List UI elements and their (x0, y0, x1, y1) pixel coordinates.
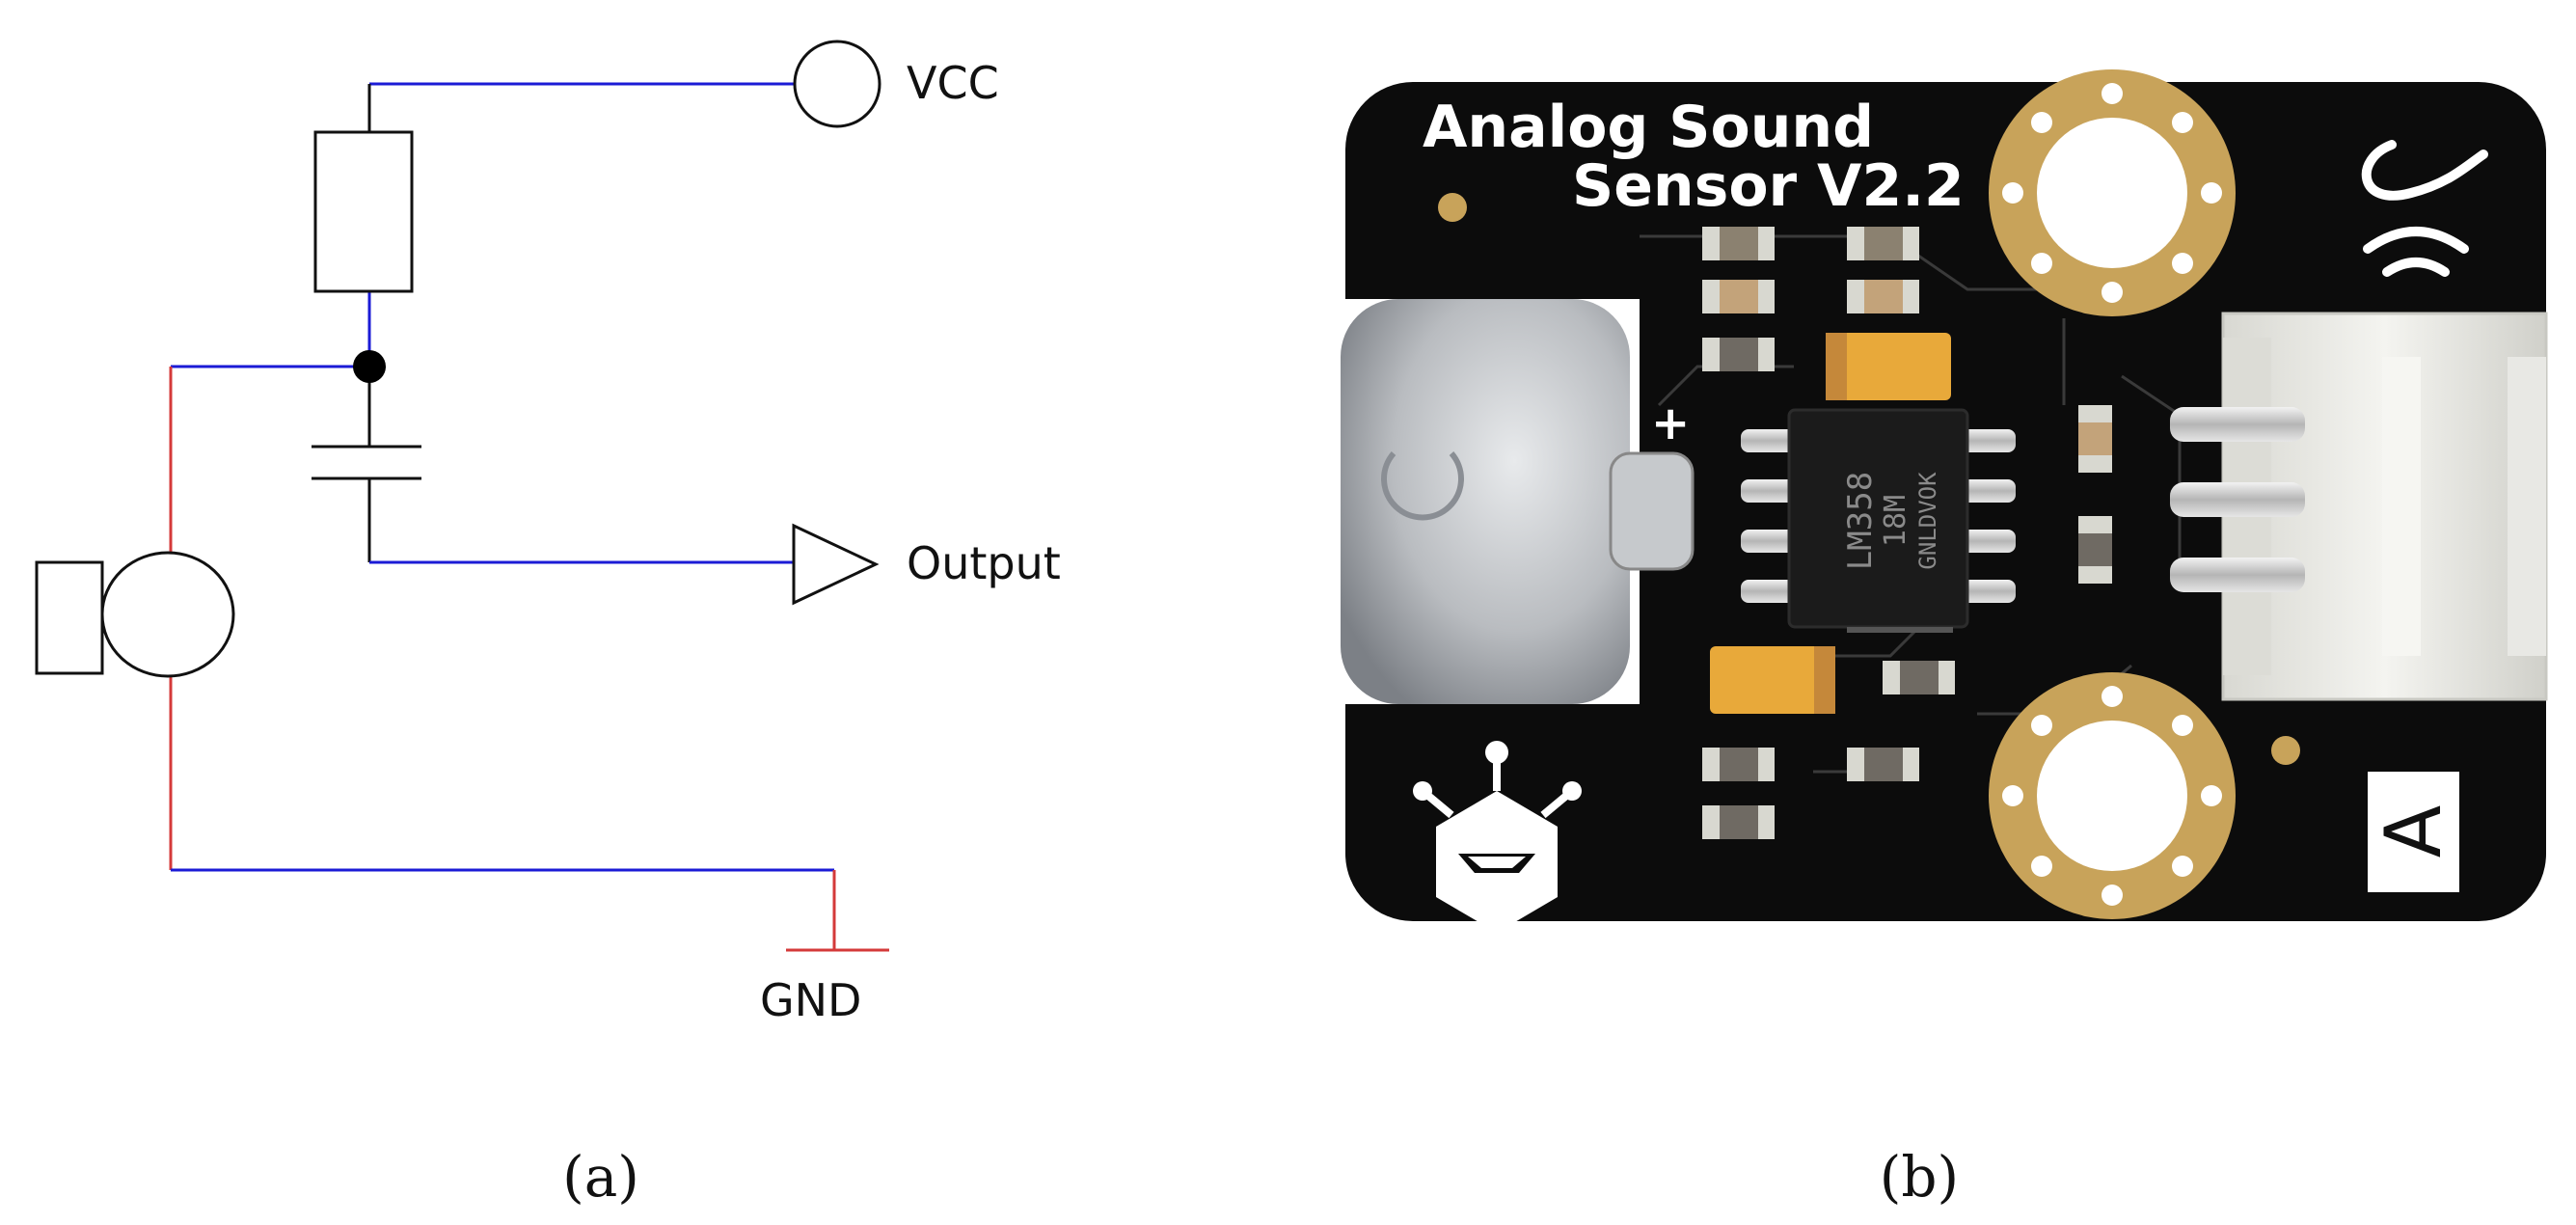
dfrobot-logo-icon (1413, 741, 1582, 933)
gnd-label: GND (760, 974, 861, 1026)
microphone-capsule (1341, 299, 1695, 704)
microphone-icon (35, 551, 235, 678)
output-terminal-icon (792, 523, 880, 606)
vcc-label: VCC (907, 57, 999, 109)
wires (169, 82, 836, 950)
capacitor-icon (312, 445, 421, 480)
ic-chip-lm358 (1741, 408, 2016, 633)
type-badge-letter: A (2369, 804, 2458, 858)
svg-text:18M: 18M (1879, 495, 1912, 547)
via-pad-left (1438, 193, 1467, 222)
output-label: Output (907, 537, 1061, 589)
mounting-hole-top (1989, 69, 2236, 316)
sensor-board-photo: Analog Sound Sensor V2.2 (1312, 69, 2548, 1210)
tantalum-capacitors (1710, 333, 1951, 714)
svg-text:LM358: LM358 (1841, 472, 1880, 570)
jst-connector (2170, 312, 2548, 701)
sound-wave-icon (2361, 140, 2488, 277)
smd-resistors (1702, 227, 2112, 839)
schematic-diagram: VCC Output GND (a) (35, 40, 1061, 1210)
resistor-icon (313, 130, 414, 293)
via-pad-right (2271, 736, 2300, 765)
caption-b: (b) (1880, 1144, 1959, 1210)
ic-chip-marking: LM358 18M GNLDVOK (1841, 472, 1941, 570)
vcc-terminal-icon (793, 40, 881, 128)
svg-text:GNLDVOK: GNLDVOK (1914, 472, 1941, 570)
board-title-line1: Analog Sound (1423, 94, 1874, 161)
mounting-hole-bottom (1989, 672, 2236, 919)
mic-polarity-label: + (1651, 396, 1690, 450)
type-badge (2368, 772, 2459, 892)
junction-node-icon (353, 350, 386, 383)
caption-a: (a) (562, 1144, 639, 1210)
board-title-line2: Sensor V2.2 (1572, 152, 1965, 220)
